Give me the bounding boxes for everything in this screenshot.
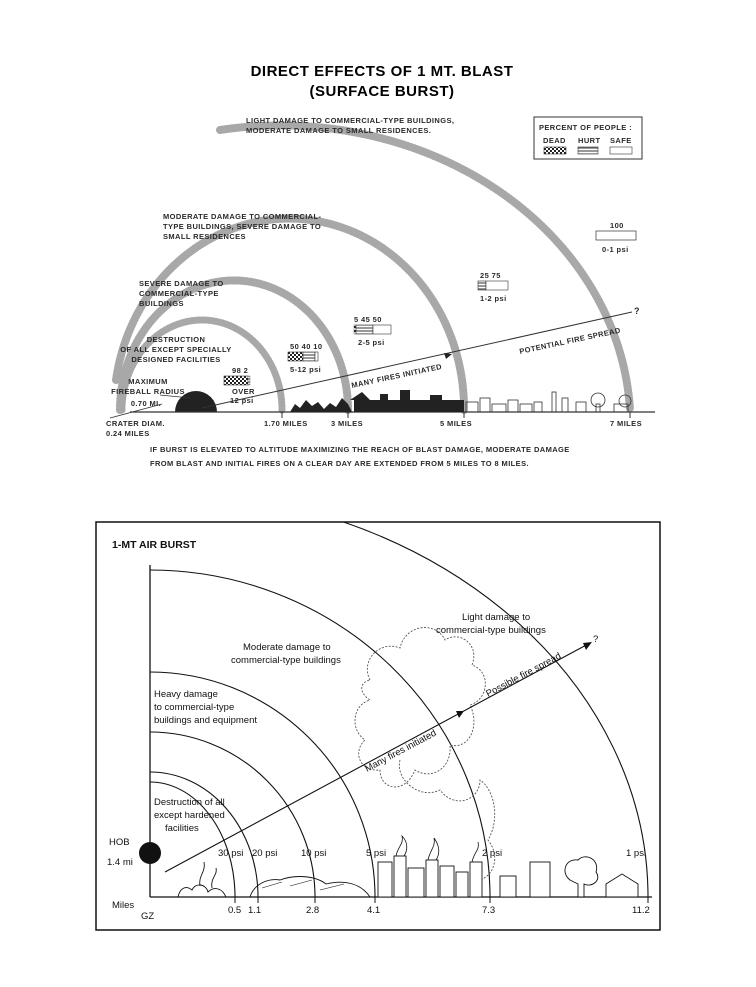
psi-5-12-values: 50 40 10 [290, 342, 322, 351]
psi-over12-label-1: OVER [232, 387, 255, 396]
psi-over12-values: 98 2 [232, 366, 248, 375]
psi-0-1-label: 0-1 psi [602, 245, 629, 254]
severe-damage-label-1: SEVERE DAMAGE TO [139, 279, 224, 288]
distance-label-7: 7 MILES [610, 419, 642, 428]
moderate-damage-label-3: SMALL RESIDENCES [163, 232, 246, 241]
arc-2-5psi [116, 219, 464, 410]
distance-label-5: 5 MILES [440, 419, 472, 428]
psi-bar-1-2: 25 75 1-2 psi [478, 271, 508, 303]
distance-label-1-70: 1.70 MILES [264, 419, 308, 428]
footnote-line2: FROM BLAST AND INITIAL FIRES ON A CLEAR … [150, 459, 529, 468]
psi-bar-0-1: 100 0-1 psi [596, 221, 636, 254]
destruction-label-3: DESIGNED FACILITIES [131, 355, 220, 364]
moderate-damage-label-1: MODERATE DAMAGE TO COMMERCIAL- [163, 212, 321, 221]
fireball-label-1: MAXIMUM [128, 377, 167, 386]
crater-label-1: CRATER DIAM. [106, 419, 165, 428]
distance-label-3: 3 MILES [331, 419, 363, 428]
fireball-label-3: 0.70 MI. [131, 399, 161, 408]
top-title-line2: (SURFACE BURST) [310, 83, 455, 100]
psi-1-2-values: 25 75 [480, 271, 501, 280]
legend-hurt-swatch [578, 147, 598, 154]
moderate-damage-label-2: TYPE BUILDINGS, SEVERE DAMAGE TO [163, 222, 321, 231]
psi-over12-label-2: 12 psi [230, 396, 254, 405]
psi-0-1-values: 100 [610, 221, 624, 230]
destruction-label-1: DESTRUCTION [147, 335, 206, 344]
outer-buildings [466, 392, 631, 412]
potential-fire-label: POTENTIAL FIRE SPREAD [519, 326, 622, 356]
legend-title: PERCENT OF PEOPLE : [539, 123, 632, 132]
psi-1-2-label: 1-2 psi [480, 294, 507, 303]
legend-hurt: HURT [578, 136, 600, 145]
legend-safe: SAFE [610, 136, 632, 145]
fire-question-mark: ? [634, 306, 640, 316]
fire-arrowhead [444, 353, 452, 359]
severe-damage-label-2: COMMERCIAL-TYPE [139, 289, 219, 298]
crater-label-2: 0.24 MILES [106, 429, 150, 438]
psi-2-5-values: 5 45 50 [354, 315, 382, 324]
many-fires-label: MANY FIRES INITIATED [351, 362, 443, 390]
psi-5-12-label: 5-12 psi [290, 365, 321, 374]
severe-damage-label-3: BUILDINGS [139, 299, 184, 308]
light-damage-label-2: MODERATE DAMAGE TO SMALL RESIDENCES. [246, 126, 431, 135]
psi-bar-5-12: 50 40 10 5-12 psi [288, 342, 322, 374]
top-title-line1: DIRECT EFFECTS OF 1 MT. BLAST [251, 63, 514, 80]
blast-arcs [116, 125, 630, 410]
fireball-label-2: FIREBALL RADIUS [111, 387, 185, 396]
ground-rubble [290, 390, 464, 412]
destruction-label-2: OF ALL EXCEPT SPECIALLY [120, 345, 231, 354]
psi-2-5-label: 2-5 psi [358, 338, 385, 347]
psi-bar-over-12: 98 2 OVER 12 psi [224, 366, 255, 405]
footnote-line1: IF BURST IS ELEVATED TO ALTITUDE MAXIMIZ… [150, 445, 570, 454]
psi-bar-2-5: 5 45 50 2-5 psi [354, 315, 391, 347]
percent-legend: PERCENT OF PEOPLE : DEAD HURT SAFE [534, 117, 642, 159]
legend-dead: DEAD [543, 136, 566, 145]
legend-dead-swatch [544, 147, 566, 154]
distance-ticks [282, 412, 630, 418]
legend-safe-swatch [610, 147, 632, 154]
light-damage-label-1: LIGHT DAMAGE TO COMMERCIAL-TYPE BUILDING… [246, 116, 454, 125]
